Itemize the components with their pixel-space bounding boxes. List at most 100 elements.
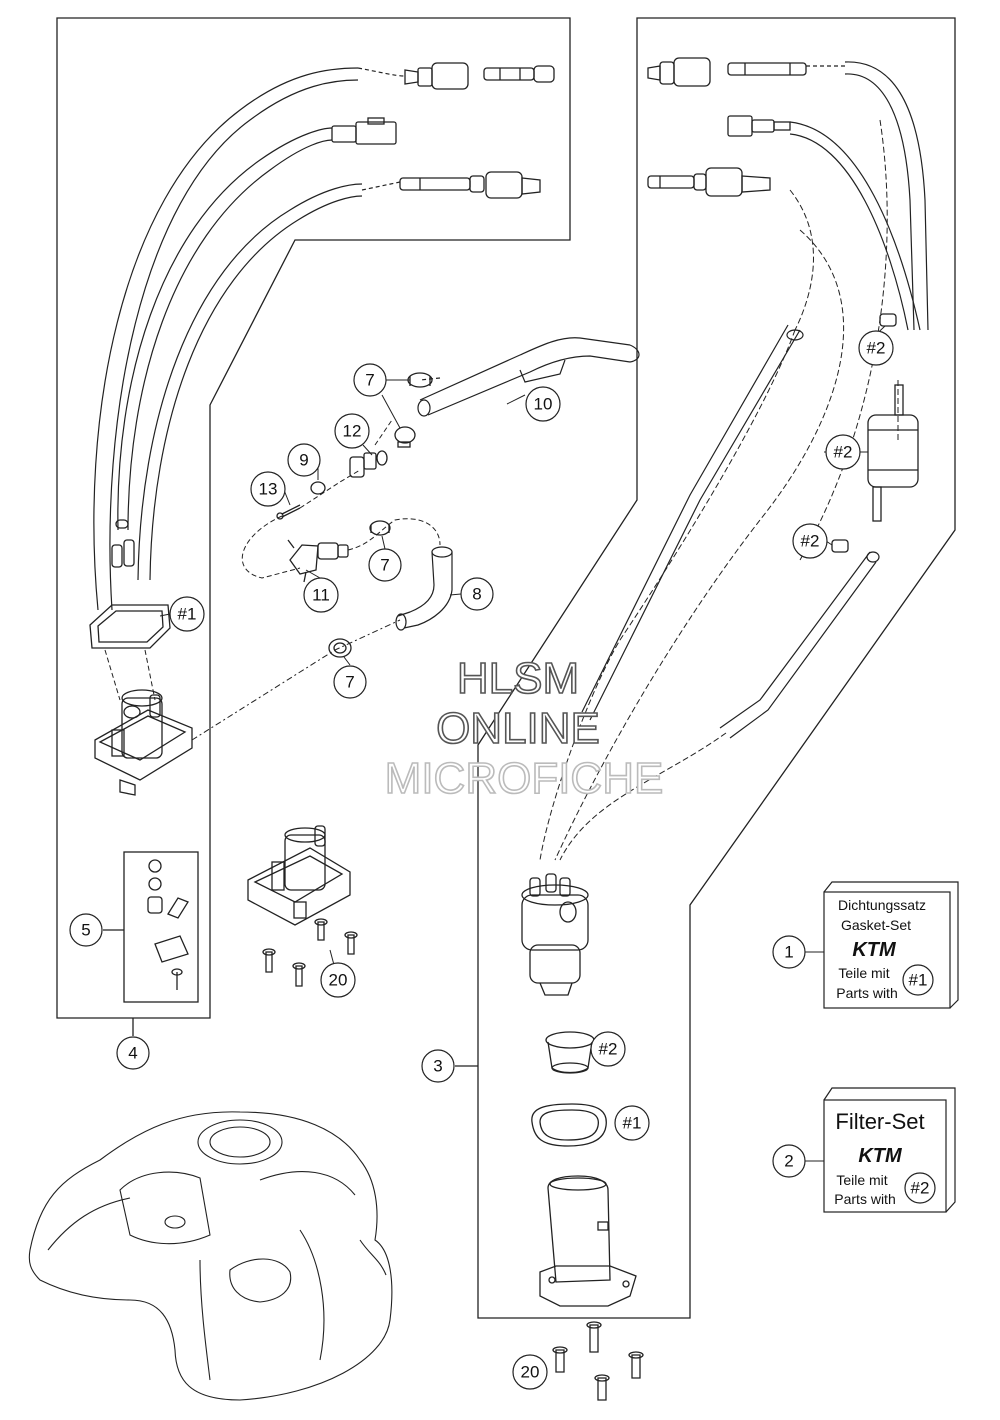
left-hose-connector-pins <box>111 519 135 568</box>
callout-1: 1 <box>772 935 806 969</box>
svg-text:13: 13 <box>259 480 278 499</box>
hose-10 <box>417 337 640 417</box>
left-fuel-pump-unit <box>94 689 193 796</box>
callout-12: 12 <box>334 413 370 449</box>
svg-text:2: 2 <box>784 1152 793 1171</box>
svg-text:#2: #2 <box>867 339 886 358</box>
filter-kit-line2: Parts with <box>834 1191 895 1207</box>
callout-7-bottom: 7 <box>333 665 367 699</box>
callout-13: 13 <box>250 471 286 507</box>
watermark-line2: ONLINE <box>436 704 600 753</box>
right-quick-connector-top <box>647 57 845 87</box>
svg-text:11: 11 <box>312 586 330 605</box>
group-4-outline <box>56 17 571 1019</box>
callout-hash2-filter: #2 <box>825 434 861 470</box>
svg-text:12: 12 <box>343 422 362 441</box>
filter-kit-line1: Teile mit <box>836 1172 887 1188</box>
pump-gasket <box>531 1103 607 1147</box>
callout-hash2-strainer: #2 <box>590 1031 626 1067</box>
callout-9: 9 <box>287 443 321 477</box>
svg-text:5: 5 <box>81 921 90 940</box>
svg-text:#2: #2 <box>801 532 820 551</box>
callout-10: 10 <box>525 386 561 422</box>
svg-text:#1: #1 <box>178 605 197 624</box>
svg-text:7: 7 <box>365 371 374 390</box>
gasket-kit-line3: Teile mit <box>838 965 889 981</box>
svg-text:#2: #2 <box>834 443 853 462</box>
route-valve-fitting <box>299 419 393 509</box>
route-valve-loop <box>241 515 441 579</box>
watermark-line1: HLSM <box>457 654 579 703</box>
callout-hash1-right: #1 <box>614 1105 650 1141</box>
fuel-filter <box>867 384 919 522</box>
gasket-kit-box: Dichtungssatz Gasket-Set KTM Teile mit P… <box>823 881 959 1009</box>
svg-text:9: 9 <box>299 451 308 470</box>
pump-strainer <box>545 1031 595 1074</box>
svg-text:3: 3 <box>433 1057 442 1076</box>
left-quick-connector-bottom <box>399 171 541 199</box>
right-quick-connector-bottom <box>647 167 771 197</box>
middle-screws <box>262 918 358 987</box>
filter-kit-ref: #2 <box>911 1179 930 1198</box>
gasket-kit-ref: #1 <box>909 971 928 990</box>
right-plug-connector <box>727 115 791 137</box>
callout-2: 2 <box>772 1144 806 1178</box>
svg-text:7: 7 <box>380 556 389 575</box>
callout-5: 5 <box>69 913 103 947</box>
callout-7-top: 7 <box>353 363 387 397</box>
svg-text:4: 4 <box>128 1044 137 1063</box>
filter-kit-brand-logo: KTM <box>858 1145 903 1167</box>
filter-ring-bottom <box>831 539 849 553</box>
fuel-tank <box>28 1111 393 1401</box>
gasket-kit-line2: Gasket-Set <box>841 917 911 933</box>
right-fuel-pump <box>521 873 589 996</box>
watermark-line3: MICROFICHE <box>385 754 664 803</box>
callout-3: 3 <box>421 1049 455 1083</box>
gasket-kit-line4: Parts with <box>836 985 897 1001</box>
callouts: 1 2 3 4 5 7 7 7 8 9 10 11 12 13 20 20 #1… <box>69 330 894 1390</box>
svg-text:20: 20 <box>329 971 348 990</box>
callout-hash2-top: #2 <box>858 330 894 366</box>
svg-text:7: 7 <box>345 673 354 692</box>
left-plug-connector <box>331 117 397 145</box>
group-5-box <box>103 851 199 1003</box>
right-hoses <box>581 61 929 739</box>
route-hoses-to-pump <box>104 649 156 701</box>
callout-4: 4 <box>116 1036 150 1070</box>
callout-20-bottom: 20 <box>512 1354 548 1390</box>
part-9-o-ring <box>310 481 326 495</box>
group-3-outline <box>477 17 956 1319</box>
filter-ring-top <box>879 313 897 327</box>
svg-text:#1: #1 <box>623 1114 642 1133</box>
svg-text:#2: #2 <box>599 1040 618 1059</box>
left-gasket <box>89 604 171 649</box>
left-hoses <box>93 67 406 611</box>
left-quick-connector-top <box>404 62 555 90</box>
svg-text:1: 1 <box>784 943 793 962</box>
gasket-kit-line1: Dichtungssatz <box>838 897 926 913</box>
svg-text:10: 10 <box>534 395 553 414</box>
filter-kit-box: Filter-Set KTM Teile mit Parts with #2 <box>823 1087 956 1213</box>
callout-20-middle: 20 <box>320 962 356 998</box>
bottom-screws <box>552 1321 644 1401</box>
clamp-mid <box>394 426 416 448</box>
clamp-top <box>407 372 433 388</box>
part-12-fitting <box>349 450 388 478</box>
gasket-kit-brand-logo: KTM <box>852 939 897 961</box>
pump-housing <box>539 1175 637 1307</box>
callout-8: 8 <box>460 577 494 611</box>
part-13-screw <box>276 504 301 520</box>
callout-11: 11 <box>303 577 339 613</box>
callout-hash2-ring: #2 <box>792 523 828 559</box>
watermark: HLSM ONLINE MICROFICHE <box>384 653 664 804</box>
svg-text:8: 8 <box>472 585 481 604</box>
hose-8 <box>395 546 453 631</box>
part-11-valve <box>287 539 349 583</box>
spare-pump-unit <box>247 825 351 926</box>
callout-hash1-left: #1 <box>169 596 205 632</box>
filter-kit-title: Filter-Set <box>835 1109 924 1134</box>
callout-7-mid: 7 <box>368 548 402 582</box>
route-pump-to-hose <box>191 619 401 741</box>
clamp-bottom <box>328 638 352 658</box>
